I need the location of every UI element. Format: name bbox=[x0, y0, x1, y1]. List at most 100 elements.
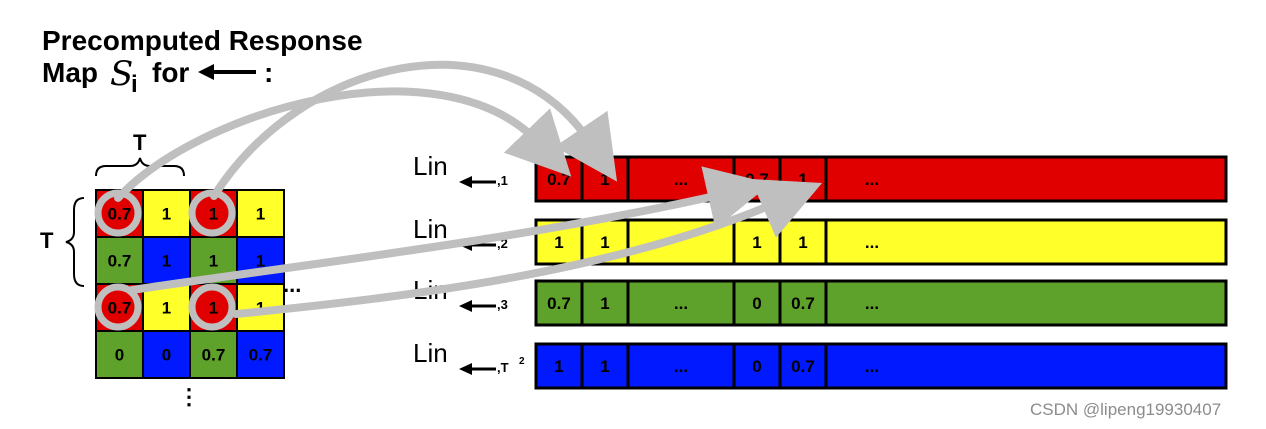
lin-cell-value: 1 bbox=[600, 294, 609, 313]
mapping-arrows bbox=[114, 60, 823, 318]
lin-cell-value: 1 bbox=[752, 233, 761, 252]
lin-cell-value: ... bbox=[865, 233, 879, 252]
lin-cell-value: 0.7 bbox=[547, 294, 571, 313]
lin-cell-value: 1 bbox=[600, 357, 609, 376]
lin-bar bbox=[534, 218, 1228, 266]
lin-superscript: 2 bbox=[519, 356, 525, 367]
response-map-subscript: i bbox=[131, 71, 138, 98]
lin-label: Lin bbox=[413, 151, 448, 181]
lin-label: Lin bbox=[413, 214, 448, 244]
left-t-brace: T bbox=[40, 197, 85, 287]
grid-cell: 0.7 bbox=[236, 330, 285, 379]
grid-cell: 0 bbox=[95, 330, 144, 379]
grid-cell-value: 1 bbox=[209, 252, 218, 271]
lin-cell-value: 1 bbox=[798, 170, 807, 189]
grid-cell-bg bbox=[142, 330, 191, 379]
lin-label: Lin bbox=[413, 338, 448, 368]
lin-cell-value: 0 bbox=[752, 357, 761, 376]
grid-cell-value: 1 bbox=[209, 205, 218, 224]
grid-cell-value: 1 bbox=[162, 299, 171, 318]
grid-cell: 1 bbox=[236, 189, 285, 238]
grid-cell: 1 bbox=[142, 236, 191, 285]
lin-cell-value: ... bbox=[865, 170, 879, 189]
grid-ellipsis-below: ⋮ bbox=[178, 384, 200, 409]
left-arrow-icon bbox=[198, 64, 256, 80]
grid-cell-value: 0.7 bbox=[108, 252, 132, 271]
grid-cell-value: 1 bbox=[256, 252, 265, 271]
highlight-circle bbox=[188, 283, 236, 331]
response-map-symbol: S bbox=[110, 54, 133, 94]
grid-cell-value: 0.7 bbox=[202, 346, 226, 365]
grid-cell-value: 1 bbox=[162, 205, 171, 224]
lin-cell-value: 0.7 bbox=[791, 357, 815, 376]
grid-cell-bg bbox=[142, 189, 191, 238]
grid-cell-value: 1 bbox=[256, 205, 265, 224]
lin-cell-value: 0.7 bbox=[547, 170, 571, 189]
grid-cell: 1 bbox=[142, 189, 191, 238]
title-for-word: for bbox=[152, 57, 189, 88]
title-map-word: Map bbox=[42, 57, 98, 88]
grid-cell-bg bbox=[236, 330, 285, 379]
arrow-cell-2-0-to-lin1 bbox=[128, 166, 771, 294]
lin-cell-value: 1 bbox=[600, 170, 609, 189]
lin-cell-value: 1 bbox=[798, 233, 807, 252]
lin-subscript: ,1 bbox=[497, 173, 508, 188]
highlight-circle bbox=[94, 283, 142, 331]
lin-cell-value: 1 bbox=[554, 233, 563, 252]
top-t-brace: T bbox=[95, 130, 185, 177]
left-arrow-icon bbox=[459, 363, 496, 375]
grid-ellipsis-right: ... bbox=[283, 272, 301, 297]
lin-subscript: ,T bbox=[497, 360, 509, 375]
arrow-cell-0-2-to-lin1 bbox=[210, 60, 618, 200]
lin-row: Lin ,2 1 1 1 1... bbox=[413, 214, 1228, 266]
grid-cell-bg bbox=[189, 330, 238, 379]
left-arrow-icon bbox=[459, 300, 496, 312]
lin-cell-value: 0 bbox=[752, 294, 761, 313]
grid-cell-value: 0.7 bbox=[108, 205, 132, 224]
highlight-dot bbox=[102, 290, 137, 325]
lin-subscript: ,2 bbox=[497, 236, 508, 251]
arrow-cell-2-2-to-lin1 bbox=[232, 178, 823, 318]
t-left-label: T bbox=[40, 228, 54, 253]
t-top-label: T bbox=[133, 130, 147, 155]
grid-cell-value: 0 bbox=[115, 346, 124, 365]
title-line-1: Precomputed Response bbox=[42, 25, 363, 56]
lin-bar bbox=[534, 342, 1228, 390]
lin-cell-value: ... bbox=[865, 357, 879, 376]
title-colon: : bbox=[264, 57, 273, 88]
lin-bar bbox=[534, 155, 1228, 203]
grid-cell-value: 0 bbox=[162, 346, 171, 365]
lin-cell-value: ... bbox=[674, 170, 688, 189]
highlight-circles bbox=[94, 189, 236, 331]
grid-cell: 0 bbox=[142, 330, 191, 379]
highlight-dot bbox=[196, 196, 231, 231]
grid-cell-value: 0.7 bbox=[108, 299, 132, 318]
lin-bar bbox=[534, 279, 1228, 327]
left-arrow-icon bbox=[459, 176, 496, 188]
lin-cell-value: ... bbox=[674, 294, 688, 313]
highlight-circle bbox=[188, 189, 236, 237]
grid-cell-value: 1 bbox=[209, 299, 218, 318]
watermark: CSDN @lipeng19930407 bbox=[1030, 400, 1221, 419]
lin-subscript: ,3 bbox=[497, 297, 508, 312]
highlight-dot bbox=[196, 290, 231, 325]
lin-row: Lin ,T 2 1 1... 0 0.7... bbox=[413, 338, 1228, 390]
grid-cell: 0.7 bbox=[95, 236, 144, 285]
lin-cell-value: 0.7 bbox=[791, 294, 815, 313]
highlight-dot bbox=[102, 196, 137, 231]
grid-cell: 0.7 bbox=[189, 330, 238, 379]
grid-cell-value: 0.7 bbox=[249, 346, 273, 365]
grid-cell-bg bbox=[95, 330, 144, 379]
grid-cell-value: 1 bbox=[162, 252, 171, 271]
lin-cell-value: 1 bbox=[554, 357, 563, 376]
lin-cell-value: ... bbox=[674, 357, 688, 376]
lin-cell-value: 0.7 bbox=[745, 170, 769, 189]
grid-cell-bg bbox=[236, 189, 285, 238]
lin-row: Lin ,1 0.7 1... 0.7 1... bbox=[413, 151, 1228, 203]
lin-cell-value: 1 bbox=[600, 233, 609, 252]
title: Precomputed Response Map S i for : bbox=[42, 25, 363, 98]
lin-cell-value: ... bbox=[865, 294, 879, 313]
highlight-circle bbox=[94, 189, 142, 237]
